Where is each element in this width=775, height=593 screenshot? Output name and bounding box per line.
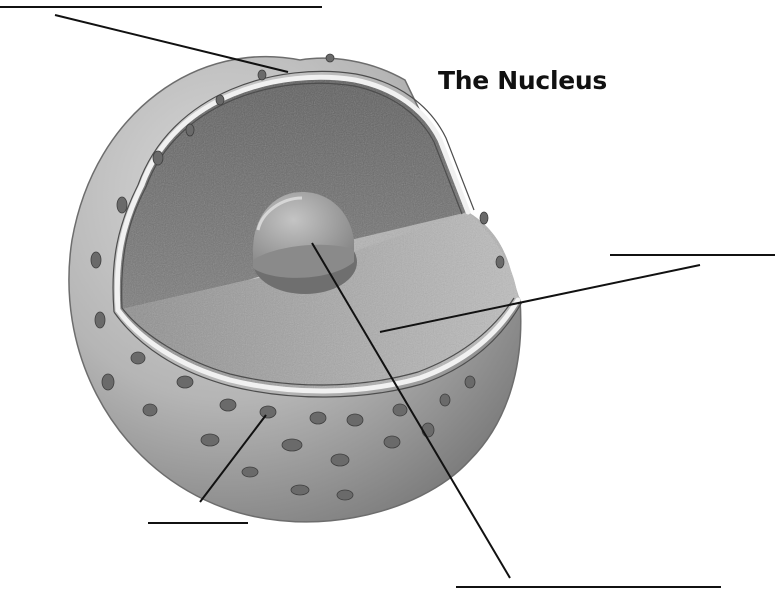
label-blank-nucleolus[interactable] [456,586,721,588]
label-blank-chromatin[interactable] [610,254,775,256]
label-blank-nuclear-envelope[interactable] [0,6,322,8]
label-blank-nuclear-pore[interactable] [148,522,248,524]
leader-envelope [55,15,288,72]
diagram-title: The Nucleus [438,66,607,95]
